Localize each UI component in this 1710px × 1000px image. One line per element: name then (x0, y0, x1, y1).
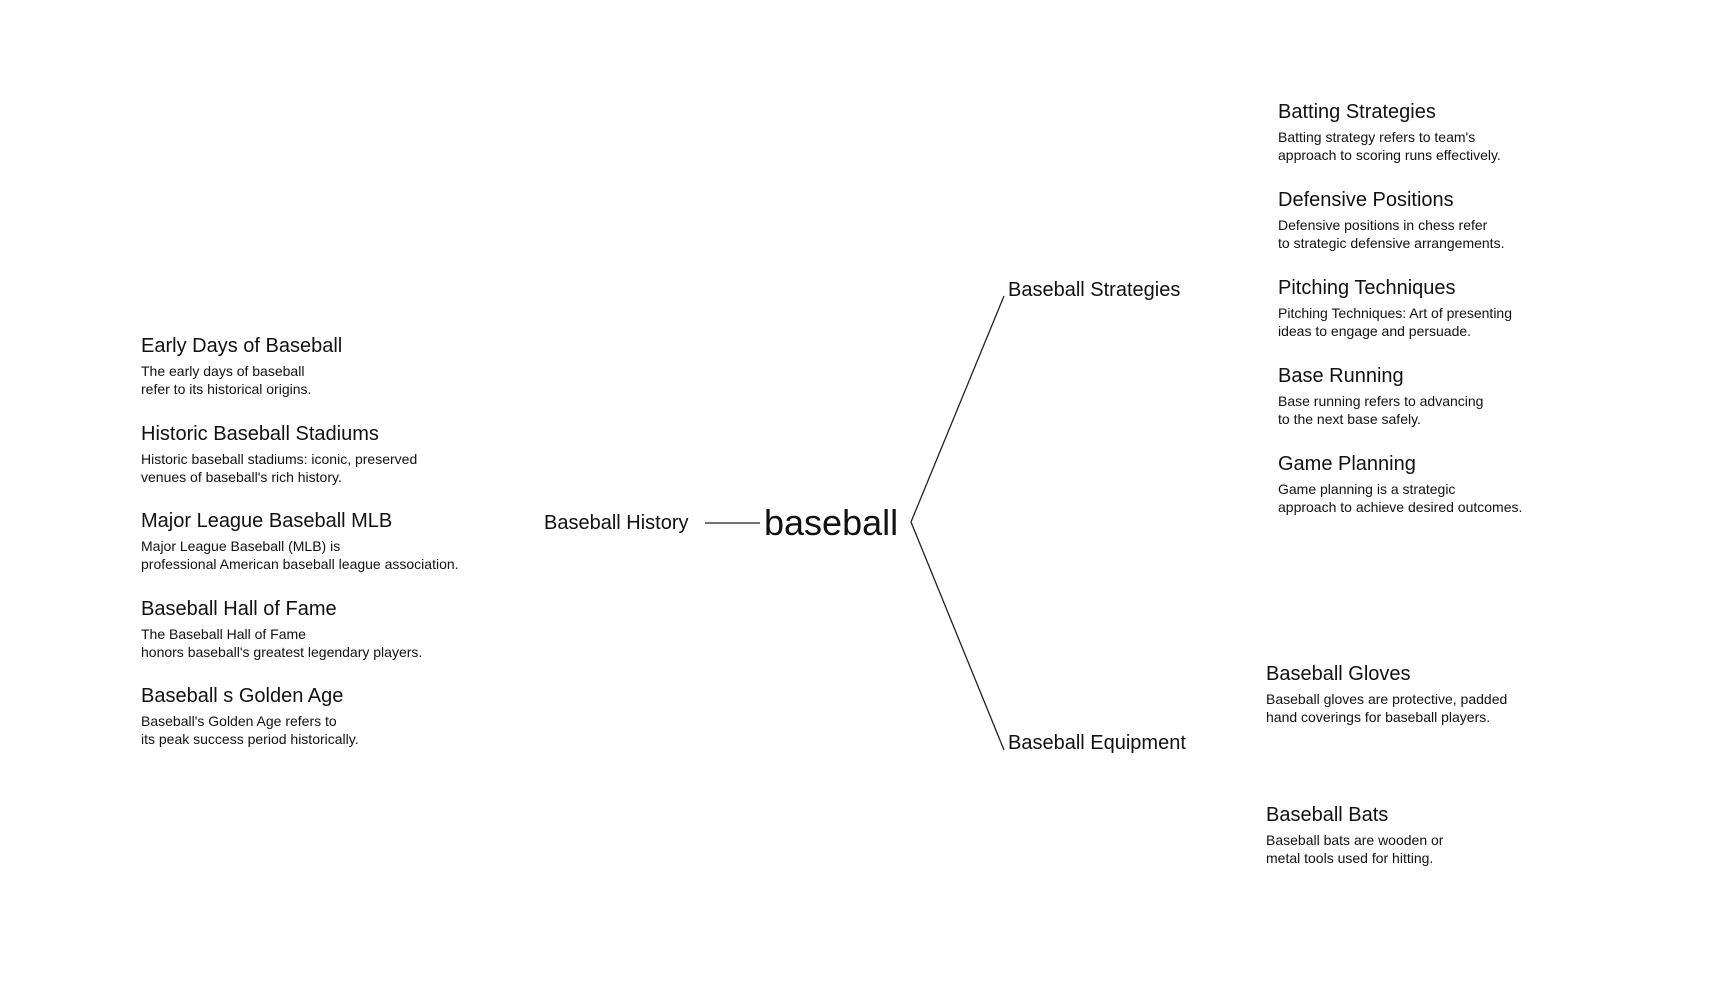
leaf-description: Game planning is a strategic approach to… (1278, 480, 1522, 516)
leaf-title: Batting Strategies (1278, 101, 1436, 123)
leaf-desc-line: Batting strategy refers to team's (1278, 129, 1476, 145)
leaf-title: Historic Baseball Stadiums (141, 423, 379, 445)
leaf-description: Baseball's Golden Age refers to its peak… (141, 712, 359, 748)
leaf-desc-line: ideas to engage and persuade. (1278, 323, 1472, 339)
leaf-desc-line: Baseball's Golden Age refers to (141, 713, 337, 729)
leaf-mlb[interactable]: Major League Baseball MLB Major League B… (141, 509, 459, 573)
leaf-hall-of-fame[interactable]: Baseball Hall of Fame The Baseball Hall … (141, 597, 422, 661)
leaf-desc-line: to strategic defensive arrangements. (1278, 235, 1505, 251)
leaf-desc-line: The Baseball Hall of Fame (141, 626, 306, 642)
leaf-desc-line: its peak success period historically. (141, 731, 359, 747)
leaf-title: Baseball s Golden Age (141, 685, 344, 707)
leaf-description: Defensive positions in chess refer to st… (1278, 216, 1504, 252)
leaf-description: The early days of baseball refer to its … (141, 362, 342, 398)
leaf-desc-line: to the next base safely. (1278, 411, 1421, 427)
leaf-desc-line: venues of baseball's rich history. (141, 469, 342, 485)
leaf-desc-line: Base running refers to advancing (1278, 393, 1484, 409)
leaf-description: Major League Baseball (MLB) is professio… (141, 537, 459, 573)
leaf-desc-line: approach to achieve desired outcomes. (1278, 499, 1523, 515)
leaf-description: Pitching Techniques: Art of presenting i… (1278, 304, 1512, 340)
link-equipment (910, 521, 1005, 751)
leaf-title: Major League Baseball MLB (141, 510, 393, 532)
leaf-desc-line: Game planning is a strategic (1278, 481, 1456, 497)
leaf-title: Base Running (1278, 365, 1404, 387)
leaf-description: Baseball bats are wooden or metal tools … (1266, 831, 1443, 867)
link-strategies (910, 295, 1005, 523)
leaf-desc-line: approach to scoring runs effectively. (1278, 147, 1501, 163)
leaf-description: Base running refers to advancing to the … (1278, 392, 1483, 428)
leaf-base-running[interactable]: Base Running Base running refers to adva… (1278, 364, 1483, 428)
leaf-title: Defensive Positions (1278, 189, 1454, 211)
leaf-golden-age[interactable]: Baseball s Golden Age Baseball's Golden … (141, 684, 359, 748)
leaf-desc-line: honors baseball's greatest legendary pla… (141, 644, 423, 660)
leaf-desc-line: Baseball gloves are protective, padded (1266, 691, 1508, 707)
leaf-desc-line: Pitching Techniques: Art of presenting (1278, 305, 1513, 321)
branch-baseball-strategies[interactable]: Baseball Strategies (1008, 279, 1181, 301)
branch-baseball-history[interactable]: Baseball History (544, 512, 689, 534)
leaf-description: Batting strategy refers to team's approa… (1278, 128, 1501, 164)
branch-baseball-equipment[interactable]: Baseball Equipment (1008, 732, 1186, 754)
leaf-title: Baseball Bats (1266, 804, 1389, 826)
leaf-desc-line: Major League Baseball (MLB) is (141, 538, 341, 554)
leaf-desc-line: refer to its historical origins. (141, 381, 312, 397)
leaf-desc-line: metal tools used for hitting. (1266, 850, 1434, 866)
leaf-baseball-gloves[interactable]: Baseball Gloves Baseball gloves are prot… (1266, 662, 1507, 726)
leaf-description: Historic baseball stadiums: iconic, pres… (141, 450, 417, 486)
leaf-description: Baseball gloves are protective, padded h… (1266, 690, 1507, 726)
leaf-title: Game Planning (1278, 453, 1416, 475)
leaf-game-planning[interactable]: Game Planning Game planning is a strateg… (1278, 452, 1522, 516)
leaf-early-days[interactable]: Early Days of Baseball The early days of… (141, 334, 342, 398)
leaf-baseball-bats[interactable]: Baseball Bats Baseball bats are wooden o… (1266, 803, 1443, 867)
leaf-desc-line: The early days of baseball (141, 363, 305, 379)
leaf-title: Pitching Techniques (1278, 277, 1456, 299)
leaf-desc-line: Baseball bats are wooden or (1266, 832, 1444, 848)
leaf-title: Baseball Gloves (1266, 663, 1411, 685)
leaf-title: Early Days of Baseball (141, 335, 343, 357)
leaf-batting-strategies[interactable]: Batting Strategies Batting strategy refe… (1278, 100, 1501, 164)
center-node[interactable]: baseball (764, 502, 899, 543)
leaf-description: The Baseball Hall of Fame honors basebal… (141, 625, 422, 661)
leaf-desc-line: Defensive positions in chess refer (1278, 217, 1488, 233)
leaf-desc-line: hand coverings for baseball players. (1266, 709, 1491, 725)
leaf-pitching-techniques[interactable]: Pitching Techniques Pitching Techniques:… (1278, 276, 1512, 340)
leaf-desc-line: professional American baseball league as… (141, 556, 459, 572)
leaf-historic-stadiums[interactable]: Historic Baseball Stadiums Historic base… (141, 422, 417, 486)
leaf-title: Baseball Hall of Fame (141, 598, 337, 620)
leaf-defensive-positions[interactable]: Defensive Positions Defensive positions … (1278, 188, 1504, 252)
leaf-desc-line: Historic baseball stadiums: iconic, pres… (141, 451, 418, 467)
